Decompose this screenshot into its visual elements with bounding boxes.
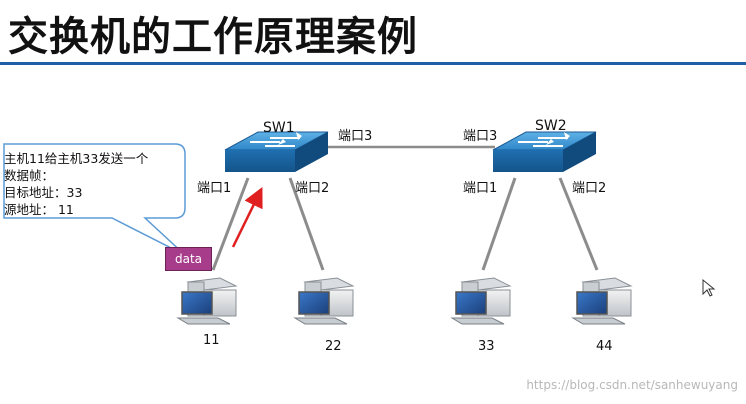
callout-line: 源地址： 11 bbox=[4, 202, 74, 217]
slide-title: 交换机的工作原理案例 bbox=[8, 14, 418, 60]
computer-icon-host33 bbox=[450, 277, 512, 325]
switch-label-sw1: SW1 bbox=[263, 120, 295, 136]
host-label-33: 33 bbox=[478, 339, 495, 354]
port-label-sw2-p3: 端口3 bbox=[463, 129, 498, 144]
computer-icon-host22 bbox=[293, 277, 355, 325]
port-label-sw2-p1: 端口1 bbox=[463, 181, 498, 196]
switch-label-sw2: SW2 bbox=[535, 118, 567, 134]
port-label-sw1-p3: 端口3 bbox=[338, 129, 373, 144]
callout-line: 主机11给主机33发送一个 bbox=[4, 151, 149, 166]
host-label-22: 22 bbox=[325, 339, 342, 354]
host-label-44: 44 bbox=[596, 339, 613, 354]
cable-sw1-host11 bbox=[211, 177, 250, 271]
host-label-11: 11 bbox=[203, 333, 220, 348]
callout-line: 目标地址：33 bbox=[4, 185, 83, 200]
callout-line: 数据帧： bbox=[4, 168, 55, 183]
port-label-sw2-p2: 端口2 bbox=[572, 181, 607, 196]
watermark-text: https://blog.csdn.net/sanhewuyang bbox=[526, 378, 738, 392]
cable-sw2-host33 bbox=[481, 177, 517, 271]
port-label-sw1-p2: 端口2 bbox=[295, 181, 330, 196]
frame-direction-arrow bbox=[231, 187, 263, 248]
switch-icon-sw2 bbox=[492, 131, 597, 172]
data-frame-box: data bbox=[165, 247, 212, 271]
cable-sw2-host44 bbox=[558, 177, 599, 271]
computer-icon-host44 bbox=[571, 277, 633, 325]
switch-icon-sw1 bbox=[224, 131, 329, 172]
mouse-cursor-icon bbox=[702, 278, 716, 297]
computer-icon-host11 bbox=[176, 277, 238, 325]
callout-text: 主机11给主机33发送一个 数据帧： 目标地址：33 源地址： 11 bbox=[4, 150, 179, 218]
callout-bubble bbox=[3, 143, 186, 256]
cable-sw1-host22 bbox=[288, 177, 325, 271]
port-label-sw1-p1: 端口1 bbox=[197, 181, 232, 196]
title-divider bbox=[0, 62, 746, 65]
